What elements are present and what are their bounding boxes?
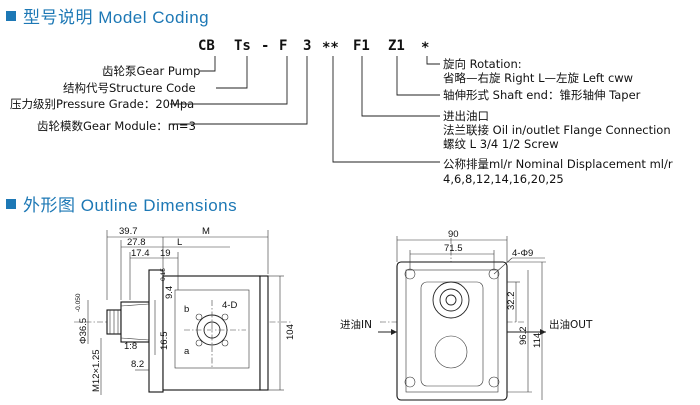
label-gear-pump: 齿轮泵Gear Pump — [102, 64, 200, 78]
dim-8-2: 8.2 — [131, 359, 144, 370]
left-leader-lines — [170, 56, 308, 125]
dim-32-2: 32.2 — [506, 292, 517, 311]
model-code-string: CB Ts - F 3 ** F1 Z1 * — [198, 38, 429, 56]
dim-m12: M12×1.25 — [91, 349, 102, 392]
dim-4-phi-9: 4-Φ9 — [512, 248, 533, 259]
label-rotation-2: 省略—右旋 Right L—左旋 Left cww — [443, 71, 633, 85]
code-z1: Z1 — [388, 38, 405, 54]
code-f1: F1 — [353, 38, 370, 54]
code-ts: Ts — [234, 38, 251, 54]
label-pressure-grade: 压力级别Pressure Grade：20Mpa — [10, 97, 194, 111]
code-stars: ** — [322, 40, 339, 56]
label-displacement-1: 公称排量ml/r Nominal Displacement ml/r — [443, 157, 673, 171]
side-view-drawing — [74, 230, 292, 395]
label-inlet: 进油IN — [340, 318, 372, 331]
front-view-drawing — [378, 236, 546, 401]
dim-m: M — [202, 226, 210, 237]
port-b-label: b — [184, 304, 189, 315]
dim-39-7: 39.7 — [119, 226, 138, 237]
dim-l: L — [177, 237, 182, 248]
label-port-3: 螺纹 L 3/4 1/2 Screw — [443, 137, 559, 151]
right-leader-lines — [332, 56, 440, 163]
model-coding-title: 型号说明 Model Coding — [23, 8, 210, 27]
dim-phi-36-5-tolerance: -0.050 — [75, 293, 82, 312]
code-star: * — [421, 40, 429, 56]
dim-9-4-tolerance: -0.15 — [160, 268, 167, 283]
label-rotation-1: 旋向 Rotation: — [443, 57, 522, 71]
code-f: F — [279, 38, 287, 54]
code-dash: - — [261, 38, 269, 54]
label-gear-module: 齿轮模数Gear Module：m=3 — [37, 119, 196, 133]
label-structure-code: 结构代号Structure Code — [63, 81, 196, 95]
label-shaft-end: 轴伸形式 Shaft end：锥形轴伸 Taper — [443, 88, 641, 102]
blue-square-icon — [6, 198, 16, 209]
code-cb: CB — [198, 38, 215, 54]
outline-title: 外形图 Outline Dimensions — [23, 196, 238, 215]
dim-96-2: 96.2 — [518, 327, 529, 346]
dim-17-4: 17.4 — [131, 248, 150, 259]
code-three: 3 — [303, 38, 311, 54]
dim-71-5: 71.5 — [444, 243, 463, 254]
dim-90: 90 — [448, 229, 459, 240]
dim-19: 19 — [160, 248, 171, 259]
label-port-1: 进出油口 — [443, 109, 489, 123]
dim-114: 114 — [532, 333, 543, 348]
outline-section-title: 外形图 Outline Dimensions — [6, 191, 237, 216]
dim-4-d: 4-D — [222, 300, 237, 311]
dim-phi-36-5: Φ36.5 — [78, 318, 89, 344]
blue-square-icon — [6, 10, 16, 21]
dim-16-5: 16.5 — [159, 332, 170, 351]
dim-27-8: 27.8 — [127, 237, 146, 248]
model-coding-section-title: 型号说明 Model Coding — [6, 3, 209, 28]
label-port-2: 法兰联接 Oil in/outlet Flange Connection — [443, 123, 671, 137]
dim-104: 104 — [285, 324, 296, 340]
label-displacement-2: 4,6,8,12,14,16,20,25 — [443, 172, 564, 186]
label-outlet: 出油OUT — [549, 318, 593, 331]
port-a-label: a — [184, 346, 190, 357]
dim-taper: 1:8 — [124, 341, 137, 352]
dim-9-4: 9.4 — [164, 286, 175, 299]
